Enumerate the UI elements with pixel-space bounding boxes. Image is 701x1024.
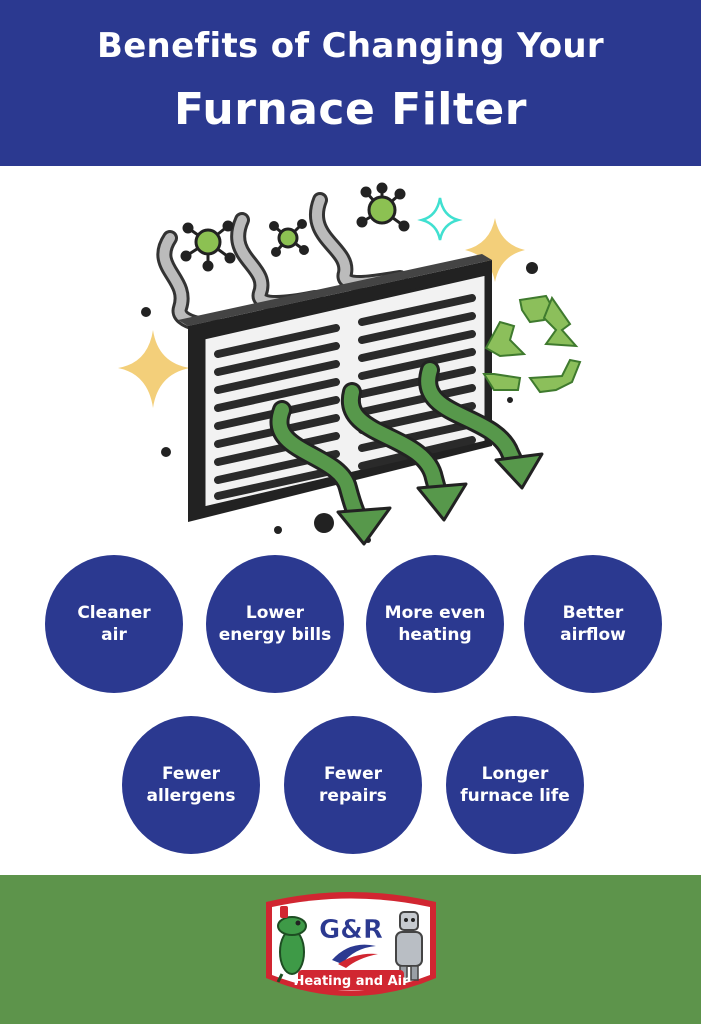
benefit-more-even-heating: More even heating: [366, 555, 504, 693]
benefit-label: Better airflow: [560, 603, 626, 645]
benefit-longer-furnace-life: Longer furnace life: [446, 716, 584, 854]
benefit-label: More even heating: [384, 603, 486, 645]
furnace-filter-illustration: [118, 182, 582, 546]
page-title-line1: Benefits of Changing Your: [96, 26, 604, 66]
benefit-label: Fewer repairs: [319, 764, 387, 806]
page-title-line2: Furnace Filter: [174, 84, 527, 135]
swoosh-icon: [332, 944, 376, 964]
robot-mascot-icon: [395, 911, 423, 981]
benefit-better-airflow: Better airflow: [524, 555, 662, 693]
logo-brand-text: G&R: [319, 915, 383, 945]
sparkle-icon: [118, 330, 190, 408]
gator-mascot-icon: [276, 906, 308, 983]
virus-icon: [180, 220, 236, 272]
decorative-dots: [141, 262, 538, 543]
benefit-fewer-allergens: Fewer allergens: [122, 716, 260, 854]
benefit-label: Longer furnace life: [460, 764, 570, 806]
sparkle-icon: [465, 218, 525, 282]
logo-tagline-text: Heating and Air: [293, 974, 409, 989]
virus-icon: [356, 182, 410, 232]
benefit-label: Cleaner air: [77, 603, 151, 645]
recycle-icon: [482, 294, 582, 394]
benefit-label: Fewer allergens: [146, 764, 236, 806]
sparkle-icon: [417, 197, 463, 241]
benefit-fewer-repairs: Fewer repairs: [284, 716, 422, 854]
benefit-label: Lower energy bills: [218, 603, 332, 645]
header-banner: Benefits of Changing Your Furnace Filter: [0, 0, 701, 166]
clean-air-arrows-icon: [269, 360, 544, 546]
company-logo: G&R Heating and Air: [266, 892, 436, 996]
virus-icon: [269, 219, 309, 257]
benefit-lower-energy-bills: Lower energy bills: [206, 555, 344, 693]
benefit-cleaner-air: Cleaner air: [45, 555, 183, 693]
